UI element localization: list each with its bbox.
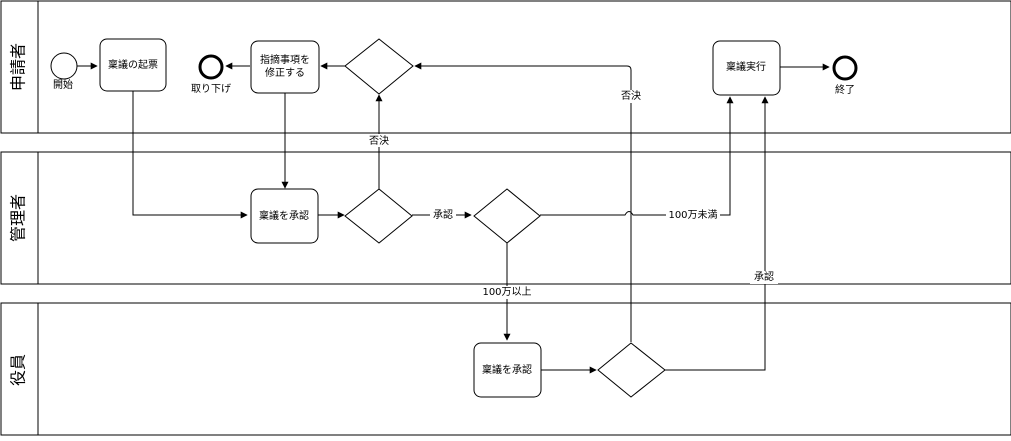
withdraw-end-event: 取り下げ [191, 54, 231, 95]
gateway-amount [473, 188, 541, 244]
task-executive-approve-label: 稟議を承認 [482, 363, 532, 376]
label-manager-reject: 否決 [369, 135, 389, 147]
task-execute: 稟議実行 [712, 40, 781, 96]
gateway-executive-decision [597, 342, 666, 398]
flow-executive-accept [665, 96, 769, 371]
withdraw-end-event-label: 取り下げ [191, 83, 231, 95]
task-fix-label-line2: 修正する [265, 66, 305, 79]
start-event-label: 開始 [53, 78, 73, 91]
flow-draft-to-manager-approve [132, 91, 248, 219]
lane-executive-title: 役員 [9, 354, 28, 386]
start-event: 開始 [50, 52, 78, 91]
task-execute-label: 稟議実行 [726, 60, 766, 73]
task-draft: 稟議の起票 [99, 38, 167, 92]
end-event-label: 終了 [835, 83, 855, 96]
flow-under-1m [540, 96, 734, 216]
end-event: 終了 [832, 55, 858, 96]
lane-manager-title: 管理者 [9, 194, 28, 242]
task-fix-label-line1: 指摘事項を [260, 53, 310, 66]
task-manager-approve: 稟議を承認 [250, 188, 319, 244]
flow-executive-reject [414, 62, 632, 342]
task-draft-label: 稟議の起票 [108, 58, 158, 71]
label-manager-accept: 承認 [433, 208, 453, 221]
task-executive-approve: 稟議を承認 [473, 342, 542, 398]
label-under-1m: 100万未満 [668, 209, 717, 221]
task-manager-approve-label: 稟議を承認 [259, 209, 309, 222]
label-executive-accept: 承認 [754, 270, 774, 283]
gateway-applicant [344, 38, 414, 95]
lane-applicant-title: 申請者 [9, 43, 28, 91]
label-over-1m: 100万以上 [482, 286, 531, 298]
label-executive-reject: 否決 [621, 90, 641, 102]
gateway-manager-decision [344, 188, 413, 244]
edge-labels: 否決 承認 100万未満 100万以上 否決 承認 [366, 90, 778, 299]
connectors [77, 62, 830, 374]
task-fix: 指摘事項を 修正する [250, 40, 320, 94]
